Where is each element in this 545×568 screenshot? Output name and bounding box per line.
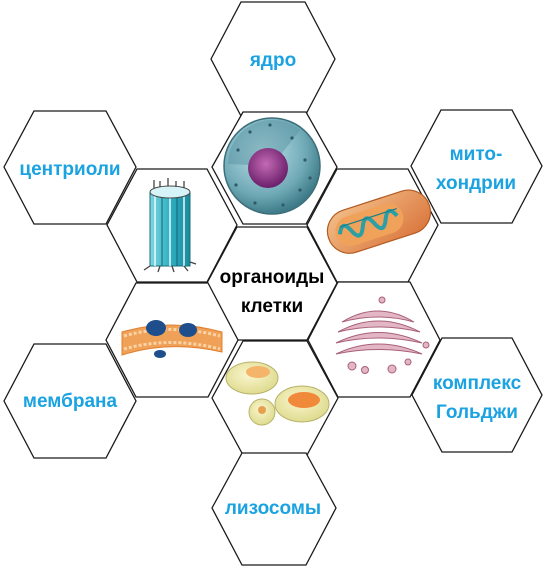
hex-centrioles-label	[3, 110, 137, 225]
label-mitochondria-line1: мито-	[450, 144, 503, 165]
cell-membrane-icon	[121, 320, 223, 358]
label-membrane: мембрана	[23, 391, 118, 412]
label-lysosomes: лизосомы	[225, 498, 321, 519]
lysosome-icon	[225, 361, 330, 426]
hex-mitochondria-label	[410, 109, 543, 224]
label-mitochondria-line2: хондрии	[436, 173, 516, 194]
hex-lysosomes-label	[211, 452, 337, 566]
golgi-apparatus-icon	[335, 296, 430, 374]
label-golgi-line1: комплекс	[433, 373, 522, 394]
center-title-line1: органоиды	[220, 267, 325, 288]
hex-membrane-label	[3, 343, 137, 459]
centriole-icon	[143, 178, 197, 273]
center-title-line2: клетки	[241, 296, 303, 317]
label-nucleus: ядро	[249, 50, 296, 71]
cell-nucleus-icon	[223, 117, 321, 215]
label-golgi-line2: Гольджи	[436, 402, 518, 423]
label-centrioles: центриоли	[19, 159, 120, 180]
mitochondrion-icon	[326, 189, 432, 254]
hex-golgi-label	[411, 337, 543, 453]
